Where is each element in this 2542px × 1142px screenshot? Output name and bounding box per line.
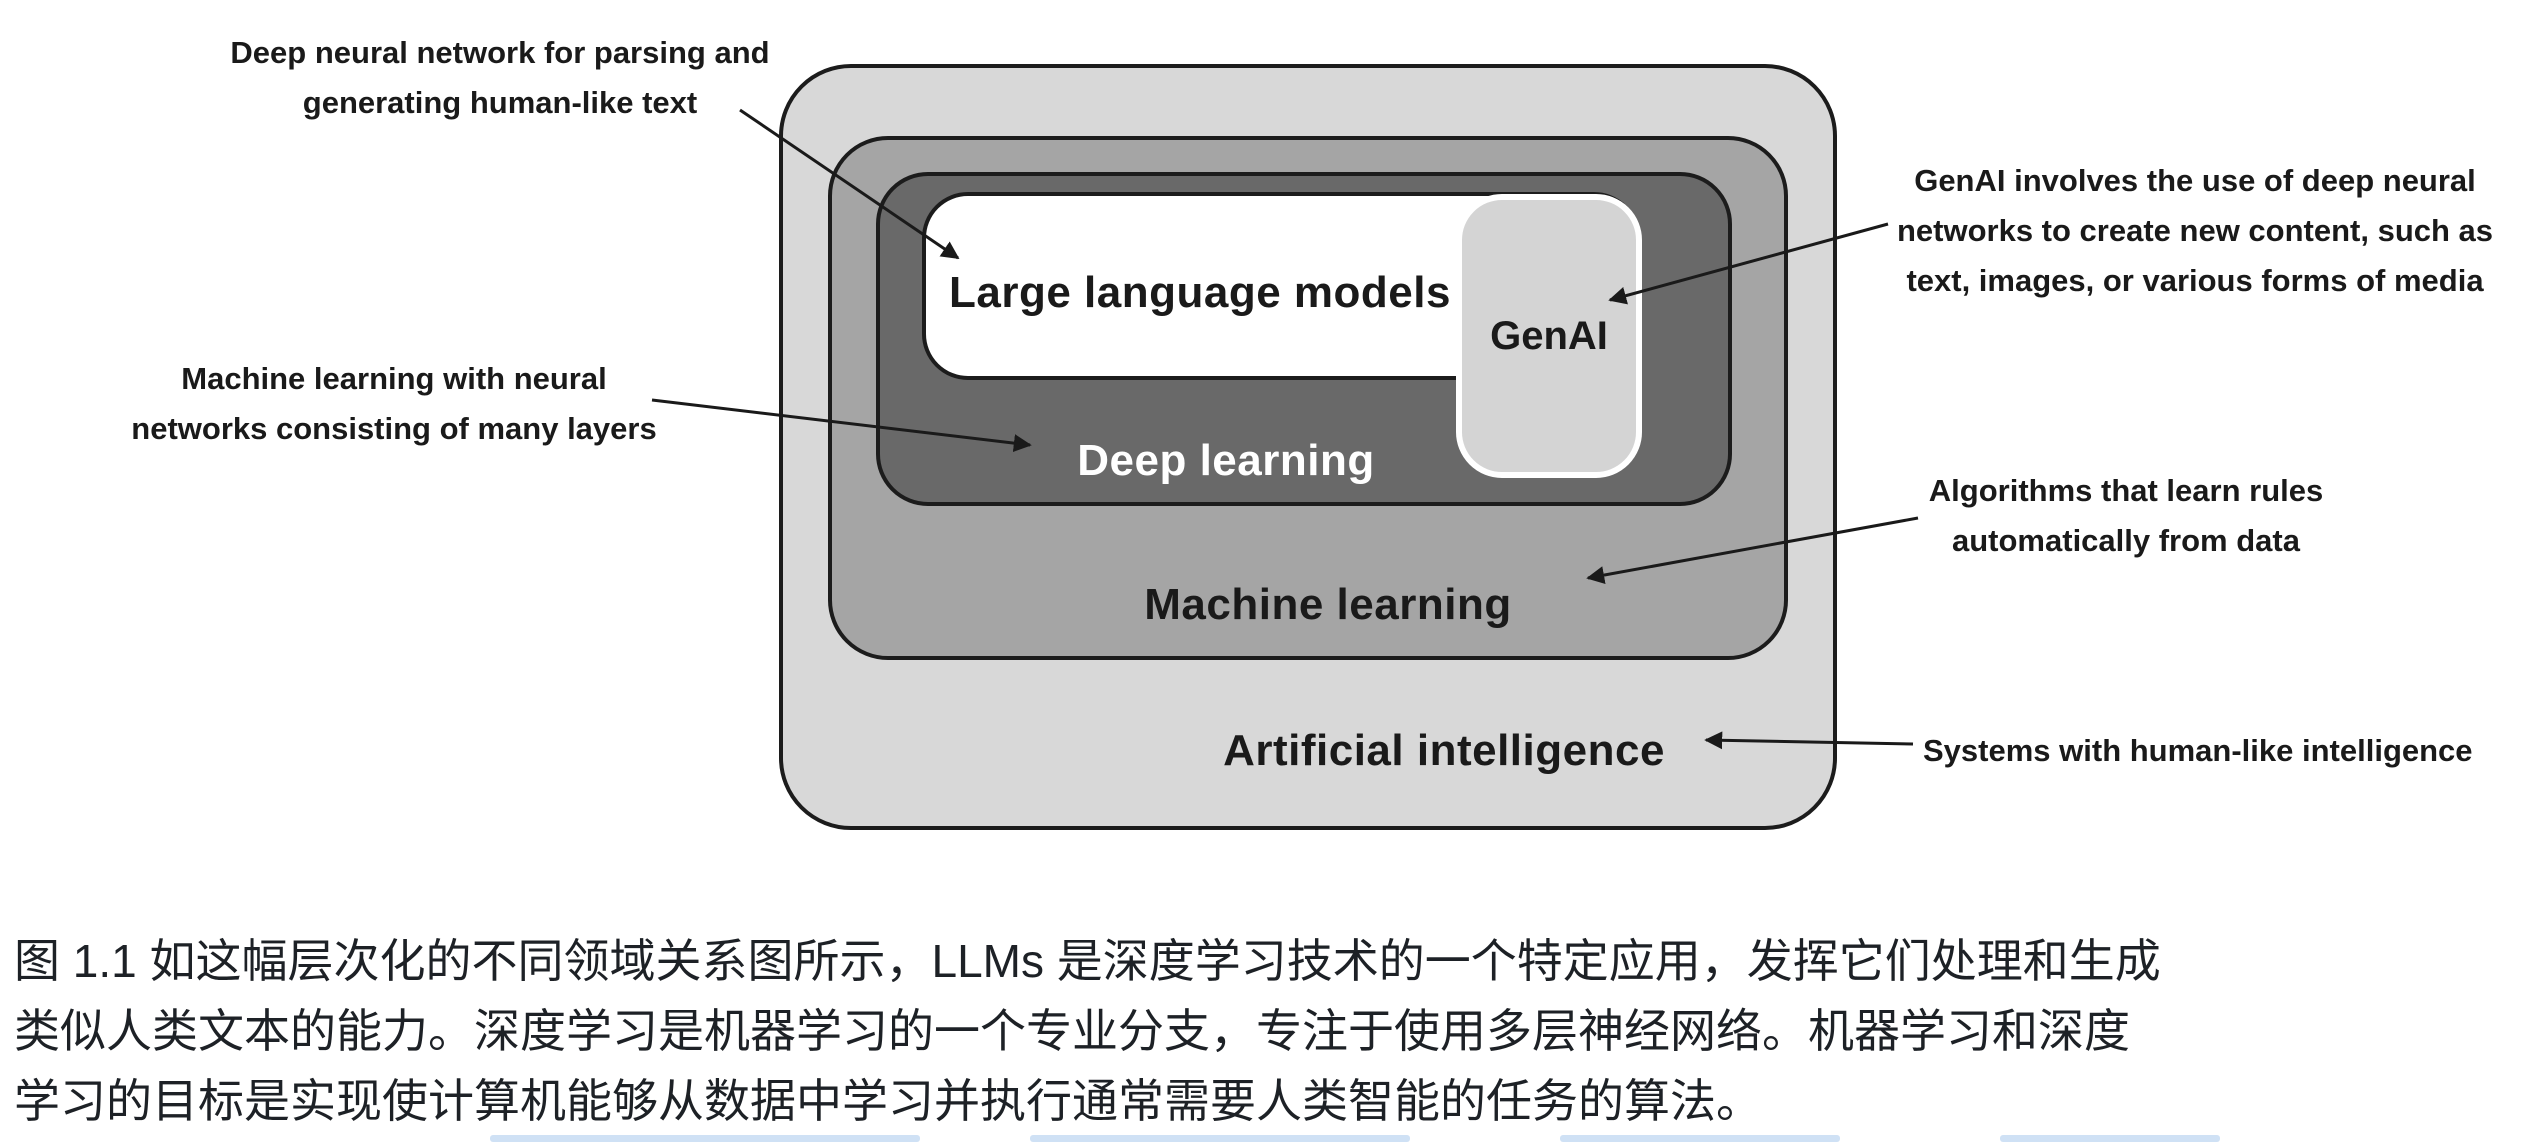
machine-learning-label: Machine learning: [1144, 580, 1512, 629]
artificial-intelligence-annotation: Systems with human-like intelligence: [1923, 733, 2473, 768]
machine-learning-annotation: Algorithms that learn rules automaticall…: [1928, 473, 2324, 558]
genai-annotation: GenAI involves the use of deep neural ne…: [1896, 163, 2494, 298]
genai-label: GenAI: [1490, 313, 1608, 358]
artificial-intelligence-label: Artificial intelligence: [1223, 726, 1665, 775]
figure-caption: 图 1.1 如这幅层次化的不同领域关系图所示，LLMs 是深度学习技术的一个特定…: [14, 935, 2161, 1127]
deep-learning-annotation: Machine learning with neural networks co…: [131, 361, 657, 446]
artifact-line: [1560, 1135, 1840, 1142]
large-language-models-label: Large language models: [949, 268, 1451, 317]
deep-learning-label: Deep learning: [1077, 436, 1375, 485]
artifact-line: [2000, 1135, 2220, 1142]
artifact-line: [490, 1135, 920, 1142]
llm-annotation: Deep neural network for parsing and gene…: [230, 35, 770, 120]
artifact-line: [1030, 1135, 1410, 1142]
